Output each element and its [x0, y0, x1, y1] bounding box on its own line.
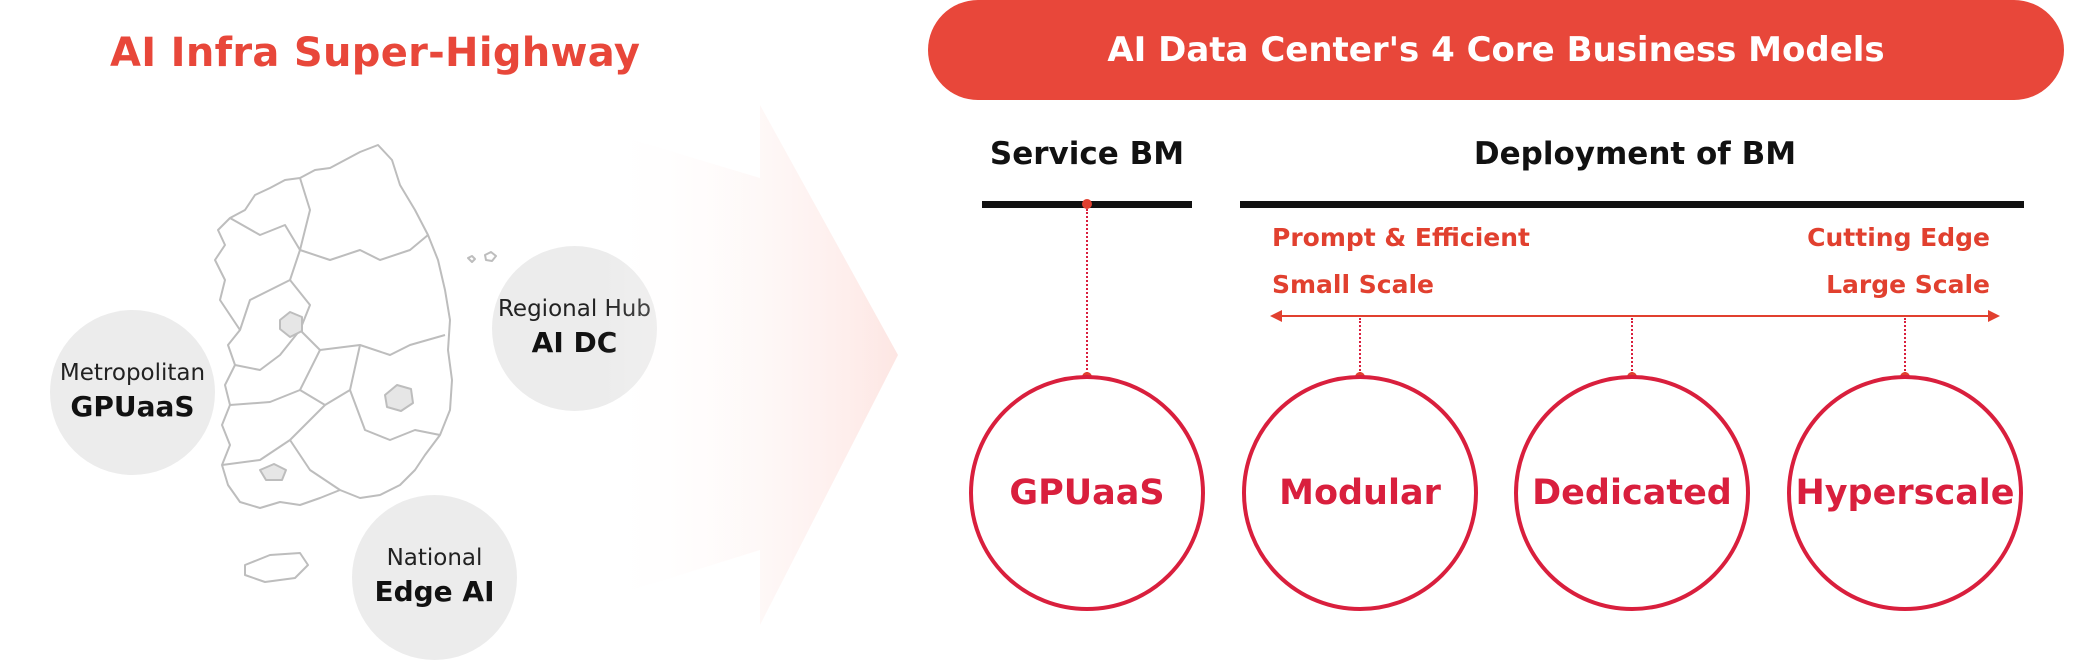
bubble-metropolitan-gpuaas: Metropolitan GPUaaS: [50, 310, 215, 475]
scale-left-top-label: Prompt & Efficient: [1272, 223, 1530, 252]
connector-line: [1631, 318, 1633, 374]
connector-line: [1904, 318, 1906, 374]
model-circle-dedicated: Dedicated: [1514, 375, 1750, 611]
model-label: Dedicated: [1532, 473, 1732, 513]
bubble-line2: Edge AI: [374, 575, 495, 609]
korea-map-icon: [214, 144, 497, 583]
deployment-bm-bar: [1240, 201, 2024, 208]
model-label: Modular: [1279, 473, 1441, 513]
model-label: GPUaaS: [1009, 473, 1165, 513]
model-label: Hyperscale: [1795, 473, 2015, 513]
deployment-bm-heading: Deployment of BM: [1473, 136, 1797, 172]
bubble-line1: Metropolitan: [59, 360, 206, 387]
scale-right-bottom-label: Large Scale: [1826, 270, 1990, 299]
model-circle-modular: Modular: [1242, 375, 1478, 611]
connector-dot: [1082, 199, 1092, 209]
scale-left-bottom-label: Small Scale: [1272, 270, 1434, 299]
model-circle-gpuaas: GPUaaS: [969, 375, 1205, 611]
left-title: AI Infra Super-Highway: [110, 30, 641, 76]
bubble-line2: GPUaaS: [70, 390, 195, 424]
connector-line: [1359, 318, 1361, 374]
scale-right-top-label: Cutting Edge: [1807, 223, 1990, 252]
bubble-line1: National: [386, 545, 483, 572]
banner-title: AI Data Center's 4 Core Business Models: [928, 0, 2064, 100]
bubble-national-edge-ai: National Edge AI: [352, 495, 517, 660]
model-circle-hyperscale: Hyperscale: [1787, 375, 2023, 611]
connector-line: [1086, 209, 1088, 377]
transition-arrow-icon: [600, 105, 898, 625]
scale-double-arrow-icon: [1270, 310, 2000, 322]
service-bm-heading: Service BM: [989, 136, 1185, 172]
